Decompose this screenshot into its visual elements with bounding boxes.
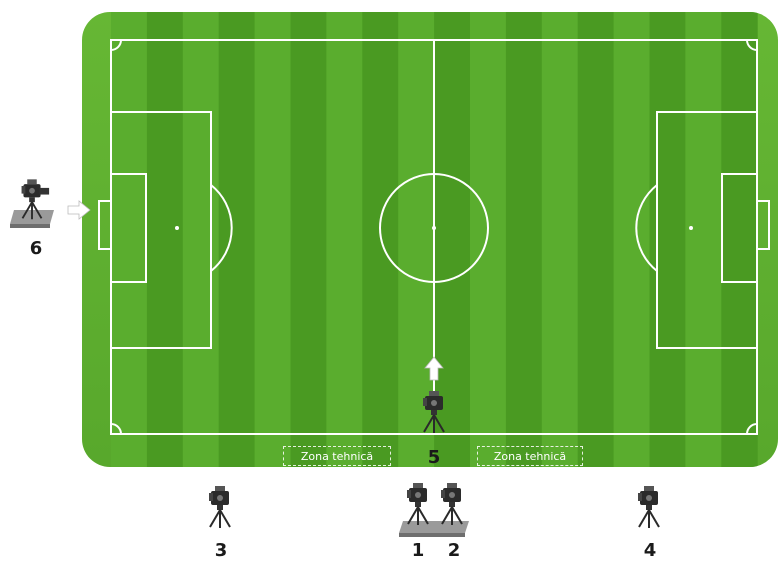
pitch-stripe: [506, 12, 542, 467]
camera-label-5: 5: [422, 447, 446, 468]
pitch-stripe: [578, 12, 614, 467]
camera6-icon: [22, 179, 42, 219]
pitch-stripe: [542, 12, 578, 467]
camera4-icon: [638, 486, 659, 528]
camera-label-6: 6: [24, 238, 48, 259]
pitch-stripe: [291, 12, 327, 467]
pitch-stripe: [147, 12, 183, 467]
pitch-stripe: [721, 12, 757, 467]
pitch-stripe: [219, 12, 255, 467]
pitch-stripe: [614, 12, 650, 467]
camera1-icon: [407, 483, 428, 525]
camera-label-2: 2: [442, 540, 466, 561]
pitch-stripe: [255, 12, 291, 467]
pitch-stripe: [326, 12, 362, 467]
technical-zone-right: Zona tehnică: [477, 446, 583, 466]
pitch-stripe: [183, 12, 219, 467]
camera3-icon: [209, 486, 230, 528]
left-penalty-spot: [175, 226, 179, 230]
technical-zone-left: Zona tehnică: [283, 446, 391, 466]
right-penalty-spot: [689, 226, 693, 230]
pitch-stripe: [470, 12, 506, 467]
center-spot: [432, 226, 436, 230]
camera-label-4: 4: [638, 540, 662, 561]
camera2-icon: [441, 483, 462, 525]
pitch-stripe: [111, 12, 147, 467]
camera-label-3: 3: [209, 540, 233, 561]
pitch-stripe: [650, 12, 686, 467]
pitch-stripe: [685, 12, 721, 467]
camera-label-1: 1: [406, 540, 430, 561]
